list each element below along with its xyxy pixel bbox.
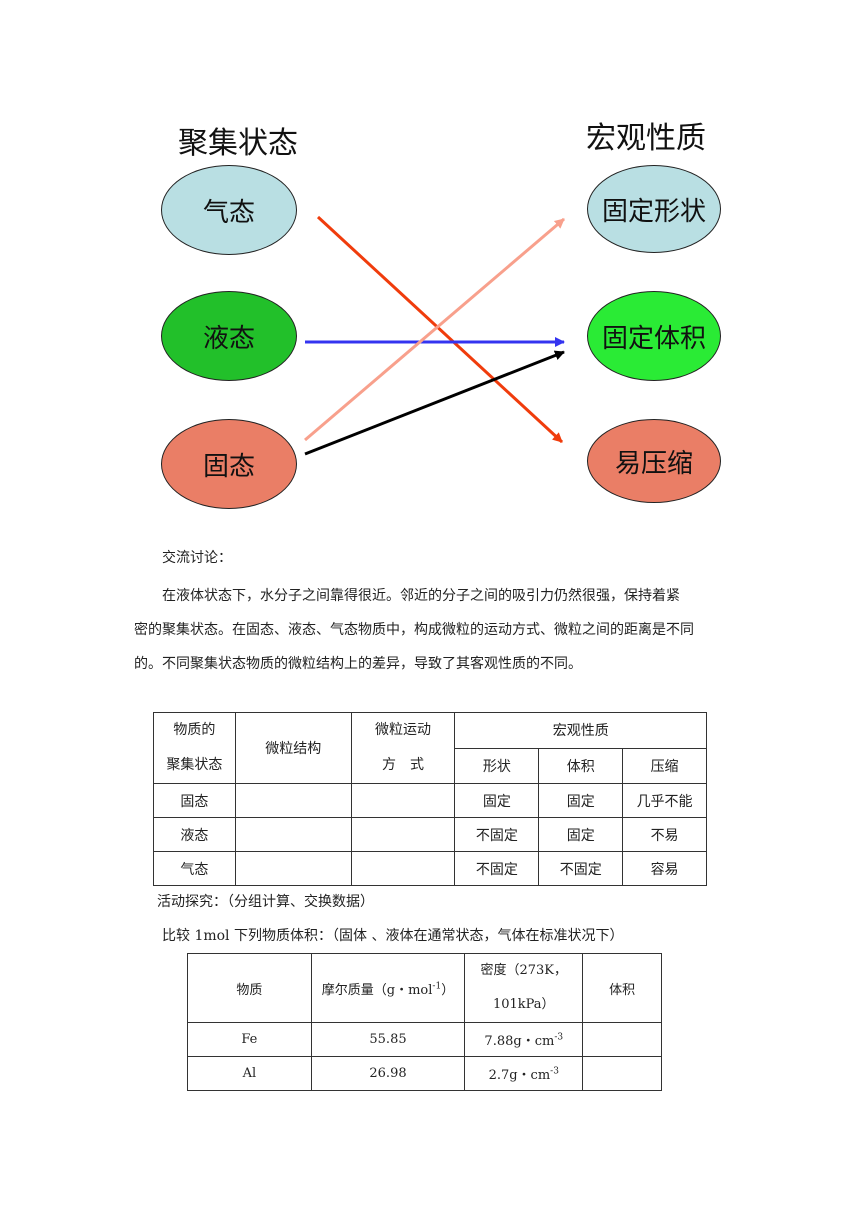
header-structure: 微粒结构 <box>234 712 352 784</box>
table-row: Al 26.98 2.7g・cm-3 <box>187 1056 662 1091</box>
header-molar-mass: 摩尔质量（g・mol-1） <box>310 953 466 1023</box>
table-row: 固态 固定 固定 几乎不能 <box>153 783 707 818</box>
state-solid-ellipse: 固态 <box>161 419 297 509</box>
discussion-title: 交流讨论： <box>162 550 232 566</box>
header-density: 密度（273K， 101kPa） <box>464 953 584 1023</box>
activity-line: 活动探究：（分组计算、交换数据） <box>157 894 374 910</box>
header-motion: 微粒运动 方 式 <box>350 712 456 784</box>
state-liquid-ellipse: 液态 <box>161 291 297 381</box>
table-row: 气态 不固定 不固定 容易 <box>153 851 707 886</box>
property-compressible-ellipse: 易压缩 <box>587 419 721 503</box>
states-table: 物质的 聚集状态 微粒结构 微粒运动 方 式 宏观性质 形状 体积 压缩 固态 … <box>153 712 707 886</box>
arrow-gas-to-compressible <box>316 215 564 444</box>
header-macro: 宏观性质 <box>454 712 707 749</box>
table-row: Fe 55.85 7.88g・cm-3 <box>187 1022 662 1057</box>
header-compress: 压缩 <box>622 747 707 784</box>
left-title: 聚集状态 <box>178 126 298 161</box>
state-liquid-label: 液态 <box>202 323 255 354</box>
property-compressible-label: 易压缩 <box>614 448 693 479</box>
header-state: 物质的 聚集状态 <box>153 712 236 784</box>
property-fixed-volume-label: 固定体积 <box>601 323 706 354</box>
right-title: 宏观性质 <box>586 121 706 156</box>
paragraph-line-3: 的。不同聚集状态物质的微粒结构上的差异，导致了其客观性质的不同。 <box>134 656 582 672</box>
header-volume-2: 体积 <box>582 953 662 1023</box>
substances-table: 物质 摩尔质量（g・mol-1） 密度（273K， 101kPa） 体积 Fe … <box>187 953 662 1091</box>
paragraph-line-1: 在液体状态下，水分子之间靠得很近。邻近的分子之间的吸引力仍然很强，保持着紧 <box>162 588 680 604</box>
arrows-layer <box>304 215 565 456</box>
state-solid-label: 固态 <box>202 451 255 482</box>
table-row: 液态 不固定 固定 不易 <box>153 817 707 852</box>
header-substance: 物质 <box>187 953 312 1023</box>
property-fixed-shape-ellipse: 固定形状 <box>587 165 721 253</box>
compare-line: 比较 1mol 下列物质体积：（固体 、液体在通常状态，气体在标准状况下） <box>162 928 624 944</box>
property-fixed-shape-label: 固定形状 <box>601 196 706 227</box>
state-gas-label: 气态 <box>202 197 255 228</box>
header-volume: 体积 <box>538 747 624 784</box>
arrow-solid-to-fixed-shape <box>304 217 565 442</box>
paragraph-line-2: 密的聚集状态。在固态、液态、气态物质中，构成微粒的运动方式、微粒之间的距离是不同 <box>134 622 694 638</box>
state-gas-ellipse: 气态 <box>161 165 297 255</box>
header-shape: 形状 <box>454 747 540 784</box>
property-fixed-volume-ellipse: 固定体积 <box>587 291 721 381</box>
arrow-solid-to-fixed-volume <box>304 350 565 456</box>
